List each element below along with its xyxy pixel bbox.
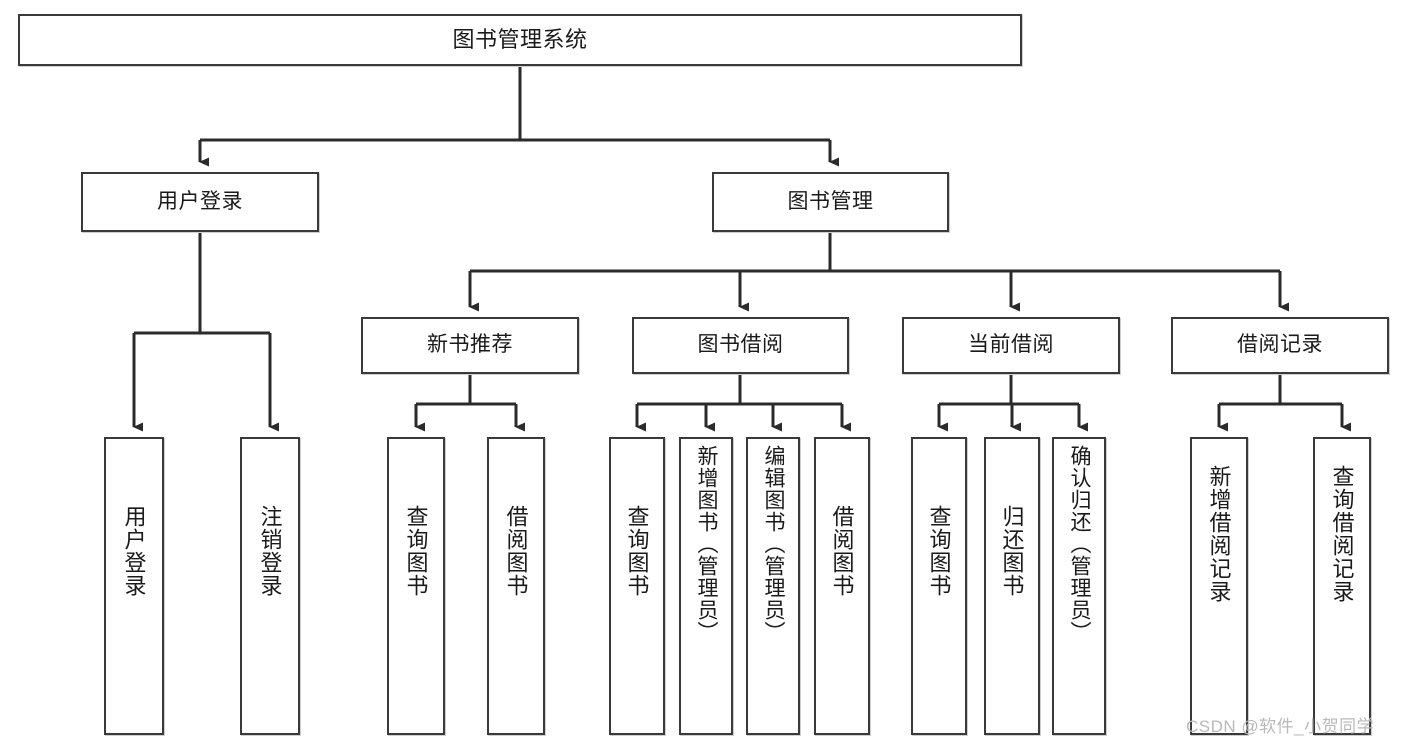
node-leaf-borrow-query-label: 查询图书 bbox=[624, 505, 650, 597]
node-current-borrow[interactable]: 当前借阅 bbox=[902, 317, 1120, 374]
node-leaf-cur-confirm-label: 确认归还（管理员） bbox=[1068, 445, 1092, 643]
node-leaf-rec-query2-label: 查询借阅记录 bbox=[1329, 465, 1355, 603]
node-leaf-rec-borrow[interactable]: 借阅图书 bbox=[487, 437, 545, 735]
node-leaf-user-login[interactable]: 用户登录 bbox=[104, 437, 164, 735]
node-leaf-cur-confirm[interactable]: 确认归还（管理员） bbox=[1052, 437, 1106, 735]
node-borrow-record-label: 借阅记录 bbox=[1237, 333, 1323, 357]
node-leaf-borrow-query[interactable]: 查询图书 bbox=[609, 437, 665, 735]
node-leaf-rec-query2[interactable]: 查询借阅记录 bbox=[1313, 437, 1371, 735]
node-leaf-borrow-do[interactable]: 借阅图书 bbox=[814, 437, 870, 735]
node-book-manage[interactable]: 图书管理 bbox=[712, 172, 949, 232]
node-leaf-user-logout[interactable]: 注销登录 bbox=[240, 437, 300, 735]
node-leaf-rec-add-label: 新增借阅记录 bbox=[1206, 465, 1232, 603]
node-leaf-cur-query[interactable]: 查询图书 bbox=[911, 437, 967, 735]
csdn-watermark: CSDN @软件_小贺同学 bbox=[1186, 717, 1375, 736]
node-new-book-rec-label: 新书推荐 bbox=[427, 333, 513, 357]
node-book-borrow-label: 图书借阅 bbox=[697, 333, 784, 357]
node-borrow-record[interactable]: 借阅记录 bbox=[1171, 317, 1389, 374]
node-user-login-label: 用户登录 bbox=[157, 189, 243, 213]
node-leaf-cur-return[interactable]: 归还图书 bbox=[984, 437, 1040, 735]
node-user-login[interactable]: 用户登录 bbox=[81, 172, 319, 232]
node-leaf-cur-query-label: 查询图书 bbox=[926, 505, 952, 597]
node-leaf-rec-query-label: 查询图书 bbox=[403, 505, 429, 597]
node-leaf-rec-add[interactable]: 新增借阅记录 bbox=[1190, 437, 1248, 735]
node-leaf-borrow-edit-label: 编辑图书（管理员） bbox=[762, 445, 786, 643]
node-new-book-rec[interactable]: 新书推荐 bbox=[361, 317, 579, 374]
node-leaf-rec-borrow-label: 借阅图书 bbox=[503, 505, 529, 597]
node-leaf-user-login-label: 用户登录 bbox=[121, 505, 147, 597]
node-leaf-user-logout-label: 注销登录 bbox=[257, 505, 283, 597]
node-book-borrow[interactable]: 图书借阅 bbox=[632, 317, 849, 374]
node-leaf-borrow-add[interactable]: 新增图书（管理员） bbox=[679, 437, 733, 735]
node-root[interactable]: 图书管理系统 bbox=[18, 14, 1022, 66]
node-leaf-cur-return-label: 归还图书 bbox=[999, 505, 1025, 597]
node-current-borrow-label: 当前借阅 bbox=[968, 333, 1054, 357]
node-leaf-borrow-do-label: 借阅图书 bbox=[829, 505, 855, 597]
node-root-label: 图书管理系统 bbox=[452, 27, 588, 53]
node-leaf-borrow-add-label: 新增图书（管理员） bbox=[695, 445, 719, 643]
node-leaf-rec-query[interactable]: 查询图书 bbox=[387, 437, 445, 735]
node-book-manage-label: 图书管理 bbox=[787, 189, 874, 213]
node-leaf-borrow-edit[interactable]: 编辑图书（管理员） bbox=[746, 437, 800, 735]
